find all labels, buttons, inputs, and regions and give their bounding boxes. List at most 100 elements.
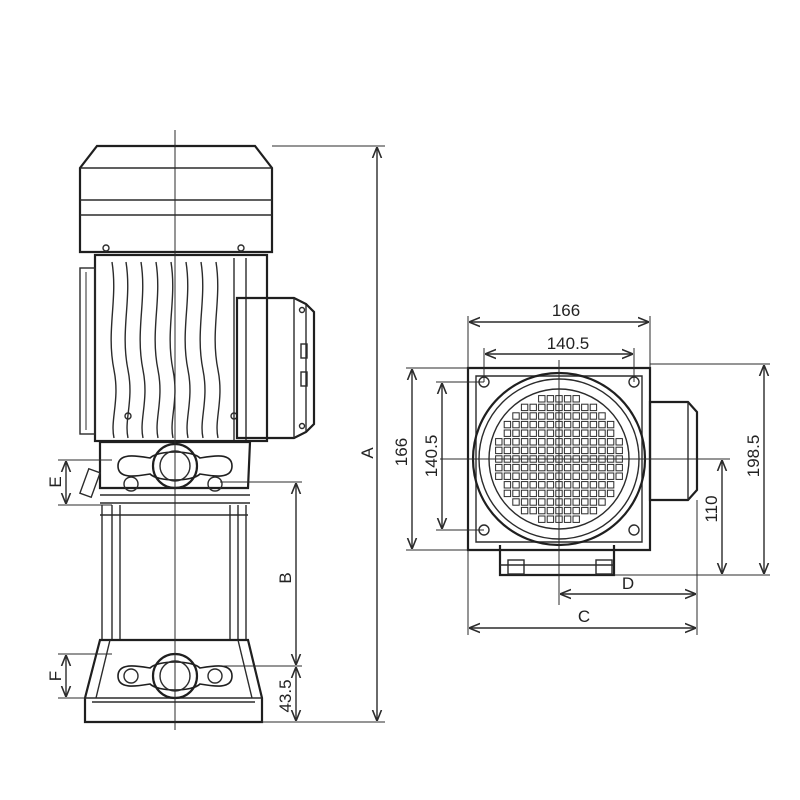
fan-grid-cell bbox=[589, 463, 598, 472]
pump-top-view: 166 140.5 166 140.5 198.5 bbox=[392, 301, 770, 635]
fan-grid-cell bbox=[529, 472, 537, 480]
fan-grid-cell bbox=[538, 403, 546, 412]
fan-grid-cell bbox=[546, 429, 555, 437]
fan-grid-cell bbox=[529, 412, 537, 420]
fan-grid-cell bbox=[529, 429, 537, 437]
fan-grid-cell bbox=[589, 438, 598, 446]
fan-grid-cell bbox=[598, 420, 606, 429]
dimension-a-label: A bbox=[358, 447, 377, 459]
fan-grid-cell bbox=[615, 438, 623, 446]
fan-grid-cell bbox=[529, 481, 537, 489]
fan-grid-cell bbox=[589, 489, 598, 498]
fan-grid-cell bbox=[581, 438, 589, 446]
dimension-height-outer-label: 166 bbox=[392, 438, 411, 466]
fan-grid-cell bbox=[495, 438, 503, 446]
fan-grid-cell bbox=[563, 446, 572, 455]
fan-grid-cell bbox=[563, 438, 572, 446]
dimension-height-inner-label: 140.5 bbox=[422, 435, 441, 478]
fan-grid-cell bbox=[572, 412, 580, 420]
discharge-flange bbox=[79, 440, 252, 504]
fan-grid-cell bbox=[495, 472, 503, 480]
fan-grid-cell bbox=[503, 489, 512, 498]
fan-grid-cell bbox=[503, 438, 512, 446]
fan-grid-cell bbox=[572, 463, 580, 472]
fan-grid-cell bbox=[581, 420, 589, 429]
fan-grid-cell bbox=[606, 438, 615, 446]
fan-grid-cell bbox=[581, 506, 589, 515]
fan-grid-cell bbox=[520, 506, 529, 515]
terminal-box bbox=[235, 296, 316, 440]
fan-grid-cell bbox=[598, 429, 606, 437]
fan-grid-cell bbox=[615, 446, 623, 455]
dimension-c: C bbox=[467, 550, 698, 635]
fan-grid-cell bbox=[572, 438, 580, 446]
dimension-height-inner: 140.5 bbox=[422, 381, 484, 531]
fan-grid-cell bbox=[563, 429, 572, 437]
fan-grid-cell bbox=[520, 472, 529, 480]
dimension-height-outer: 166 bbox=[392, 367, 468, 551]
fan-grid-cell bbox=[538, 498, 546, 506]
fan-grid-cell bbox=[538, 420, 546, 429]
fan-grid-cell bbox=[546, 412, 555, 420]
fan-grid-cell bbox=[529, 403, 537, 412]
fan-grid-cell bbox=[581, 481, 589, 489]
fan-grid-cell bbox=[572, 420, 580, 429]
fan-grid-cell bbox=[546, 395, 555, 403]
fan-grid-cell bbox=[589, 472, 598, 480]
fan-grid-cell bbox=[529, 498, 537, 506]
fan-grid-cell bbox=[529, 506, 537, 515]
fan-grid-cell bbox=[538, 472, 546, 480]
dimension-total-height: 198.5 bbox=[614, 363, 770, 576]
fan-grid-cell bbox=[589, 481, 598, 489]
fan-grid-cell bbox=[538, 412, 546, 420]
dimension-center-height-label: 110 bbox=[702, 495, 721, 522]
fan-grid-cell bbox=[503, 446, 512, 455]
top-base-feet bbox=[498, 545, 616, 577]
fan-grid-cell bbox=[520, 412, 529, 420]
fan-grid-cell bbox=[606, 446, 615, 455]
fan-grid-cell bbox=[598, 489, 606, 498]
fan-grid-cell bbox=[589, 498, 598, 506]
fan-grid-cell bbox=[538, 515, 546, 523]
fan-grid-cell bbox=[563, 420, 572, 429]
fan-grid-cell bbox=[563, 481, 572, 489]
fan-grid-cell bbox=[512, 472, 520, 480]
fan-grid-cell bbox=[572, 429, 580, 437]
fan-grid-cell bbox=[546, 420, 555, 429]
fan-grid-cell bbox=[572, 472, 580, 480]
fan-grid-cell bbox=[563, 403, 572, 412]
fan-grid-cell bbox=[563, 515, 572, 523]
dimension-b-label: B bbox=[276, 572, 295, 583]
fan-grid-cell bbox=[538, 489, 546, 498]
fan-grid-cell bbox=[598, 463, 606, 472]
fan-grid-cell bbox=[538, 446, 546, 455]
fan-grid-cell bbox=[546, 403, 555, 412]
fan-grid-cell bbox=[589, 506, 598, 515]
dimension-d: D bbox=[561, 500, 698, 600]
fan-grid-cell bbox=[529, 463, 537, 472]
fan-grid-cell bbox=[572, 395, 580, 403]
fan-grid-cell bbox=[581, 403, 589, 412]
pump-side-view: A B 43.5 E F bbox=[46, 130, 385, 730]
fan-grid-cell bbox=[572, 498, 580, 506]
fan-grid-cell bbox=[495, 463, 503, 472]
fan-grid-cell bbox=[563, 489, 572, 498]
fan-grid-cell bbox=[529, 446, 537, 455]
fan-grid-cell bbox=[615, 472, 623, 480]
dimension-e-label: E bbox=[46, 476, 65, 487]
fan-grid-cell bbox=[520, 446, 529, 455]
fan-grid-cell bbox=[606, 489, 615, 498]
fan-grid-cell bbox=[538, 429, 546, 437]
fan-grid-cell bbox=[563, 498, 572, 506]
fan-grid-cell bbox=[572, 446, 580, 455]
fan-grid-cell bbox=[572, 403, 580, 412]
fan-grid-cell bbox=[546, 506, 555, 515]
fan-grid-cell bbox=[572, 489, 580, 498]
dimension-f-label: F bbox=[46, 671, 65, 681]
fan-grid-cell bbox=[606, 429, 615, 437]
fan-grid-cell bbox=[512, 429, 520, 437]
fan-grid-cell bbox=[589, 403, 598, 412]
fan-grid-cell bbox=[512, 481, 520, 489]
fan-grid-cell bbox=[581, 429, 589, 437]
fan-grid-cell bbox=[529, 420, 537, 429]
